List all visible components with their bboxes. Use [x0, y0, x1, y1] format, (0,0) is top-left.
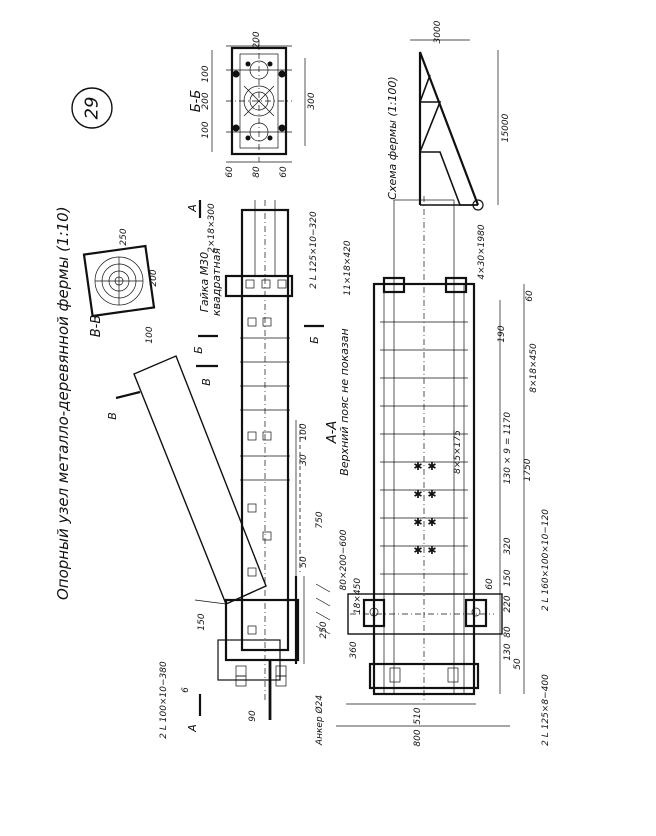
top-dim-90: 90	[248, 710, 258, 722]
chord-dim-100: 100	[145, 326, 155, 343]
aa-dim-320: 320	[503, 537, 513, 554]
svg-text:✱: ✱	[413, 544, 422, 557]
scheme-dim-3000: 3000	[433, 20, 443, 43]
bb-dim-80: 80	[252, 166, 262, 178]
scheme-dim-15000: 15000	[501, 113, 511, 142]
top-view-ties	[240, 337, 290, 481]
bb-dim-100-a: 100	[201, 65, 211, 82]
callout-plate-18-450: 18×450	[353, 578, 363, 614]
callout-six: 6	[181, 687, 191, 693]
callout-plate-80-200-600: 80×200−600	[339, 529, 349, 590]
callout-anchor: Анкер Ø24	[314, 695, 325, 746]
aa-dim-60b: 60	[485, 578, 495, 590]
vv-dim-200: 200	[149, 269, 159, 286]
scheme-label: Схема фермы (1:100)	[386, 76, 399, 199]
svg-text:✱: ✱	[427, 460, 436, 473]
callout-bolts-8-5-175: 8×5×175	[453, 430, 463, 474]
truss-scheme: 15000 3000 Схема фермы (1:100)	[386, 20, 511, 211]
callout-nut: Гайка М30	[198, 252, 211, 312]
bb-dim-300: 300	[307, 92, 317, 109]
bb-dim-100-b: 100	[201, 121, 211, 138]
top-dim-250: 250	[319, 621, 329, 638]
sheet-number-badge: 29	[71, 87, 113, 129]
chord-dim-150: 150	[197, 613, 207, 630]
section-b-b: 200 100 200 100 300 60 80 60 Б-Б	[189, 31, 317, 178]
marker-v-right: В	[200, 378, 213, 386]
svg-text:✱: ✱	[427, 516, 436, 529]
section-v-v: 250 200 В-В	[82, 228, 159, 338]
marker-a-top: А	[186, 204, 199, 213]
bb-dim-200-top: 200	[252, 31, 262, 48]
top-view-bolts	[245, 279, 287, 635]
aa-dim-190: 190	[497, 325, 507, 342]
top-dim-100: 100	[299, 423, 309, 440]
callout-nut-shape: квадратная	[210, 248, 223, 317]
aa-dim-1750: 1750	[523, 458, 533, 481]
aa-dim-220: 220	[503, 595, 513, 612]
section-a-a: ✱ ✱ ✱ ✱ ✱ ✱ ✱ ✱	[336, 196, 525, 727]
svg-text:✱: ✱	[413, 460, 422, 473]
bb-dim-60-b: 60	[279, 166, 289, 178]
callout-angle-160-100-10-120: 2 L 160×100×10−120	[541, 509, 551, 611]
bb-dim-60-a: 60	[225, 166, 235, 178]
callout-plate-4-30-1980: 4×30×1980	[477, 224, 487, 279]
aa-dim-80: 80	[503, 626, 513, 638]
marker-v-left: В	[106, 412, 119, 420]
drawing-title: Опорный узел металло-деревянной фермы (1…	[54, 206, 72, 600]
callout-plate-11-18-420: 11×18×420	[343, 240, 353, 295]
aa-dim-800: 800	[413, 729, 423, 746]
sheet-number: 29	[82, 97, 103, 120]
upper-chord: 100 150 В В	[106, 326, 267, 631]
top-dim-30: 30	[299, 454, 309, 466]
section-v-v-label: В-В	[89, 315, 104, 338]
marker-a-bottom: А	[186, 724, 199, 733]
aa-dim-50: 50	[513, 658, 523, 670]
aa-dowels: ✱ ✱ ✱ ✱ ✱ ✱ ✱ ✱	[413, 460, 436, 557]
marker-b-right: Б	[308, 336, 321, 344]
aa-dim-510: 510	[413, 707, 423, 724]
svg-text:✱: ✱	[427, 488, 436, 501]
section-a-a-label: А-А	[325, 421, 340, 444]
svg-text:✱: ✱	[413, 516, 422, 529]
callout-angle-125-8-400: 2 L 125×8−400	[541, 674, 551, 746]
callout-plate-2x18x300: 2×18×300	[207, 203, 217, 253]
svg-text:✱: ✱	[413, 488, 422, 501]
aa-dim-60: 60	[525, 290, 535, 302]
marker-b-left: Б	[192, 346, 205, 354]
aa-dim-150: 150	[503, 569, 513, 586]
top-view: 100 30 750 50 250 90 А А Б Б	[186, 200, 331, 733]
aa-bolt-rows	[380, 321, 468, 575]
callout-angle-100-10-380: 2 L 100×10−380	[159, 661, 169, 739]
callout-upper-chord-note: Верхний пояс не показан	[338, 328, 351, 475]
callout-angle-125-10-320: 2 L 125×10−320	[309, 211, 319, 289]
aa-dim-130x9: 130 × 9 = 1170	[503, 412, 513, 485]
svg-text:✱: ✱	[427, 544, 436, 557]
bb-dim-200-mid: 200	[201, 92, 211, 109]
aa-dim-360: 360	[349, 641, 359, 658]
aa-dim-130: 130	[503, 643, 513, 660]
vv-dim-250: 250	[119, 228, 129, 245]
callout-plate-8-18-450: 8×18×450	[529, 343, 539, 393]
section-b-b-label: Б-Б	[189, 90, 204, 113]
top-dim-750: 750	[315, 511, 325, 528]
top-dim-50: 50	[299, 556, 309, 568]
